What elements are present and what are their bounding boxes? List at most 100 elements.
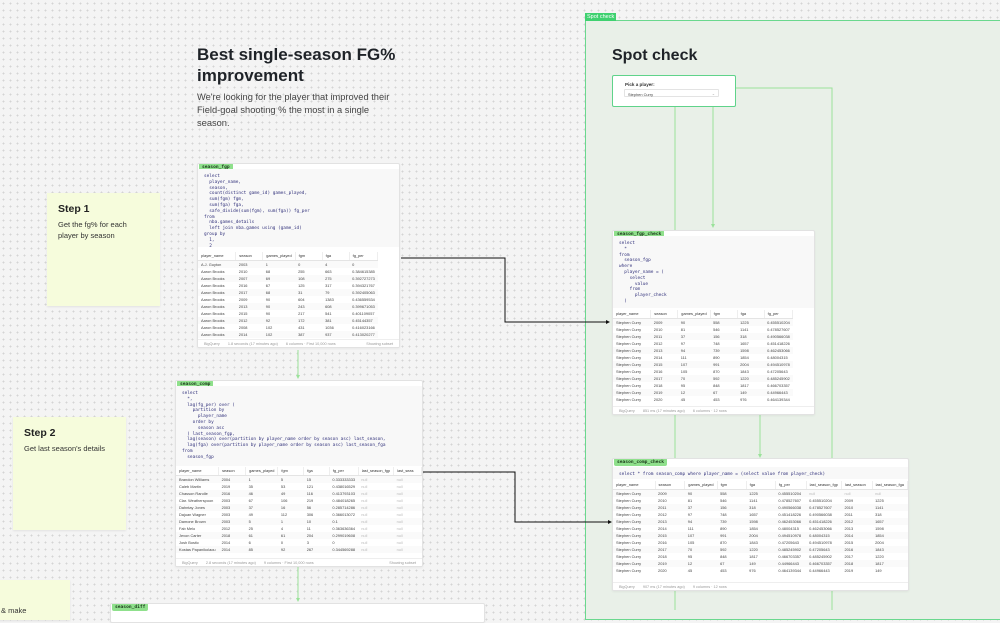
column-header[interactable]: fg_per	[764, 310, 794, 319]
column-header[interactable]: season	[235, 252, 264, 261]
column-header[interactable]: games_played	[684, 481, 718, 490]
column-header[interactable]: games_played	[245, 467, 279, 476]
table-cell: 663	[325, 268, 332, 274]
column-header[interactable]: last_season_fga	[872, 481, 908, 490]
column-header[interactable]: fga	[303, 467, 330, 476]
table-cell: 0.392727273	[349, 274, 378, 282]
column-header[interactable]: season	[650, 310, 679, 319]
table-cell: Fab Melo	[179, 525, 196, 531]
cell-name-tag[interactable]: season_fgp_check	[614, 231, 665, 238]
cell-name-tag[interactable]: season_comp	[177, 381, 214, 388]
column-header[interactable]: fgm	[717, 481, 747, 490]
column-header[interactable]: fgm	[710, 310, 738, 319]
sticky-step-1[interactable]: Step 1 Get the fg% for each player by se…	[47, 193, 160, 306]
player-select[interactable]: Stephen Curry⌄	[624, 89, 719, 97]
table-cell: 1220	[746, 545, 776, 553]
table-cell: 149	[875, 567, 882, 573]
column-header[interactable]: player_name	[198, 252, 237, 261]
sticky-title: Step 2	[24, 427, 56, 439]
sticky-step-3[interactable]: seasons & make	[0, 580, 70, 620]
table-cell: 2017	[844, 553, 854, 559]
column-header[interactable]: player_name	[176, 467, 220, 476]
column-header[interactable]: fgm	[277, 467, 305, 476]
table-cell: 92	[277, 545, 304, 553]
cell-name-tag[interactable]: season_fgp	[199, 164, 233, 171]
code-line: select	[619, 241, 635, 246]
column-header[interactable]: last_season_fgp	[806, 481, 842, 490]
table-cell: 0.462453066	[764, 346, 793, 354]
cell-name-tag[interactable]: season_diff	[112, 604, 149, 611]
table-cell: 0.478527607	[767, 326, 790, 332]
table-cell: 6	[248, 539, 251, 545]
table-cell: 0.392405063	[349, 288, 378, 296]
table-cell: Kostas Papanikolaou	[176, 545, 219, 553]
table-cell: 1817	[740, 382, 749, 388]
player-input-label: Pick a player:	[625, 82, 655, 87]
footer-time: 1.8 seconds (17 minutes ago)	[227, 342, 278, 346]
column-header[interactable]: player_name	[613, 481, 656, 490]
code-line: nba.games_details	[204, 220, 255, 226]
arrowhead	[296, 598, 300, 602]
column-header[interactable]: fg_per	[349, 252, 379, 261]
column-header[interactable]: fga	[322, 252, 350, 261]
code-line: left join nba.games using (game_id)	[204, 226, 302, 232]
table-cell: 848	[713, 382, 720, 388]
table-cell: 0.344569288	[329, 545, 359, 553]
sticky-step-2[interactable]: Step 2 Get last season's details	[13, 417, 126, 530]
footer-source: BigQuery	[619, 409, 635, 413]
column-header[interactable]: games_played	[262, 252, 296, 261]
column-header[interactable]: season	[655, 481, 686, 490]
table-cell: 2012	[235, 316, 263, 324]
table-cell: 890	[713, 354, 720, 360]
column-header[interactable]: fg_per	[775, 481, 807, 490]
column-header[interactable]: last_seas	[393, 467, 422, 476]
column-header[interactable]: games_played	[677, 310, 711, 319]
column-header[interactable]: fgm	[295, 252, 323, 261]
cell-name-tag[interactable]: season_comp_check	[614, 459, 668, 466]
table-cell: 0.384615385	[352, 268, 375, 274]
column-header[interactable]: player_name	[613, 310, 652, 319]
arrowhead	[296, 375, 300, 379]
sql-editor[interactable]: select player_name, season, count(distin…	[198, 169, 399, 247]
table-cell: 2020	[658, 567, 667, 573]
column-header[interactable]: season	[218, 467, 247, 476]
table-cell: Brandon Williams	[176, 475, 219, 483]
table-cell: 0	[349, 260, 378, 268]
column-header[interactable]: last_season	[841, 481, 873, 490]
table-cell: 748	[720, 511, 727, 517]
table-cell: 0.451418226	[778, 511, 802, 517]
column-header[interactable]: fg_per	[329, 467, 359, 476]
sql-editor[interactable]: select *, lag(fg_per) over ( partition b…	[176, 386, 422, 466]
table-cell: 2012	[841, 517, 873, 525]
sql-editor[interactable]: select * from season_comp where player_n…	[613, 467, 908, 479]
table-cell: 2017	[655, 545, 685, 553]
table-cell: 1843	[872, 545, 908, 553]
column-header[interactable]: fga	[746, 481, 776, 490]
table-cell: Stephen Curry	[613, 531, 656, 539]
column-header[interactable]: last_season_fgp	[358, 467, 395, 476]
code-line: partition by	[182, 408, 225, 414]
player-input-cell[interactable]: Pick a player: Stephen Curry⌄	[612, 75, 736, 107]
table-cell: 2011	[844, 511, 853, 517]
table-cell: 90	[262, 302, 296, 310]
footer-info: 6 columns · First 10,000 rows	[285, 342, 336, 346]
table-cell: 2009	[655, 489, 685, 497]
table-cell: Stephen Curry	[616, 382, 642, 388]
table-cell: Stephen Curry	[613, 517, 656, 525]
sql-cell-season-diff[interactable]: season_diff	[110, 603, 485, 623]
table-cell: 1657	[749, 511, 758, 517]
spot-check-frame-label[interactable]: Spot check	[585, 13, 617, 21]
table-cell: 102	[265, 324, 273, 330]
table-cell: 0.466703357	[806, 559, 842, 567]
column-header[interactable]: fga	[737, 310, 765, 319]
table-cell: 1598	[746, 517, 776, 525]
